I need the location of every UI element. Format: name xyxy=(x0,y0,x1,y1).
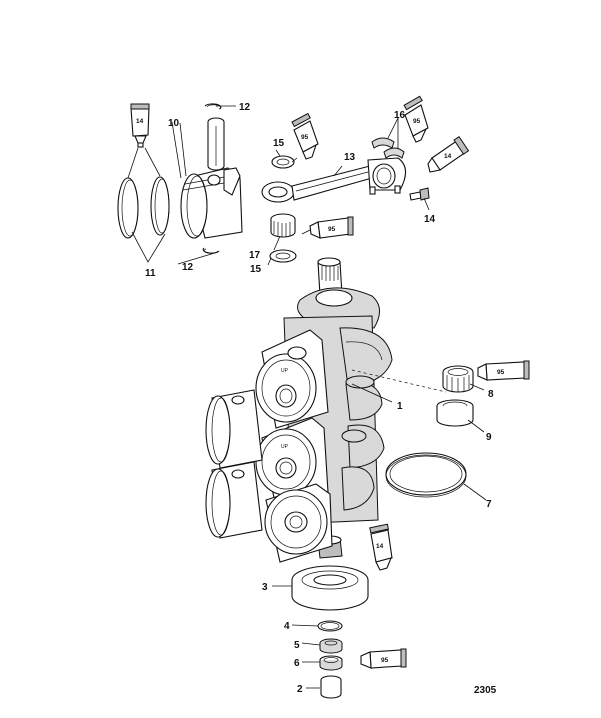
tube-label-95-d: 95 xyxy=(497,369,505,376)
callout-15-top: 15 xyxy=(273,138,285,149)
piston-rings xyxy=(117,176,170,239)
lubricant-tube-17: 95 xyxy=(309,216,354,239)
assembled-piston-middle: UP xyxy=(255,417,329,509)
tube-label-95-e: 95 xyxy=(381,657,389,664)
side-piston-lower xyxy=(205,461,263,539)
seal-ring xyxy=(385,452,467,498)
tube-label-14-c: 14 xyxy=(376,543,384,550)
tube-label-95-c: 95 xyxy=(328,226,336,233)
thrust-washer-lower xyxy=(269,249,297,263)
callout-13: 13 xyxy=(344,152,356,163)
figure-number: 2305 xyxy=(474,685,497,696)
piston-up-mark-top: UP xyxy=(281,368,289,374)
tube-label-95-a: 95 xyxy=(301,134,309,141)
lubricant-tube-6: 95 xyxy=(360,648,407,669)
tube-label-14-b: 14 xyxy=(444,153,452,160)
callout-14: 14 xyxy=(424,214,436,225)
oil-seal xyxy=(319,638,343,654)
callout-labels: 12 10 11 12 15 13 16 14 17 15 1 8 9 7 3 … xyxy=(145,102,494,695)
callout-10: 10 xyxy=(168,118,180,129)
callout-17: 17 xyxy=(249,250,261,261)
assembled-piston-top: UP xyxy=(255,329,329,429)
lubricant-tube-14-right: 14 xyxy=(427,135,470,173)
callout-12-bottom: 12 xyxy=(182,262,194,273)
leader-lines xyxy=(127,105,487,689)
callout-2: 2 xyxy=(297,684,303,695)
callout-7: 7 xyxy=(486,499,492,510)
lubricant-tube-15: 95 xyxy=(291,112,319,160)
sleeve xyxy=(320,675,342,699)
callout-15-bottom: 15 xyxy=(250,264,262,275)
o-ring xyxy=(317,620,343,632)
tube-label-95-b: 95 xyxy=(413,118,421,125)
callout-6: 6 xyxy=(294,658,300,669)
piston xyxy=(180,167,243,239)
lubricant-tube-8: 95 xyxy=(477,360,530,381)
callout-12-top: 12 xyxy=(239,102,251,113)
main-needle-bearing xyxy=(442,365,474,393)
lubricant-tube-16: 95 xyxy=(403,95,429,143)
lubricant-tube-bottom: 14 xyxy=(369,523,393,571)
lower-seal xyxy=(319,655,343,671)
thrust-washer-upper xyxy=(271,155,295,169)
needle-bearing-upper xyxy=(270,213,296,238)
tube-label-14-a: 14 xyxy=(136,118,144,125)
callout-5: 5 xyxy=(294,640,300,651)
side-piston-upper xyxy=(205,389,263,469)
callout-16: 16 xyxy=(394,110,406,121)
callout-9: 9 xyxy=(486,432,492,443)
piston-up-mark-middle: UP xyxy=(281,444,289,450)
callout-8: 8 xyxy=(488,389,494,400)
callout-3: 3 xyxy=(262,582,268,593)
callout-11: 11 xyxy=(145,268,156,279)
connecting-rod xyxy=(261,157,407,203)
ball-bearing xyxy=(291,565,369,611)
piston-pin xyxy=(207,117,225,171)
rod-bearing-cage xyxy=(371,137,405,159)
pin-clip-upper xyxy=(204,103,222,110)
bearing-race xyxy=(436,399,474,427)
alignment-line xyxy=(351,369,447,393)
callout-1: 1 xyxy=(397,401,403,412)
rod-bolt xyxy=(409,187,430,201)
assembled-piston-bottom xyxy=(264,483,333,563)
callout-4: 4 xyxy=(284,621,290,632)
lubricant-tube-top-left: 14 xyxy=(130,103,150,148)
